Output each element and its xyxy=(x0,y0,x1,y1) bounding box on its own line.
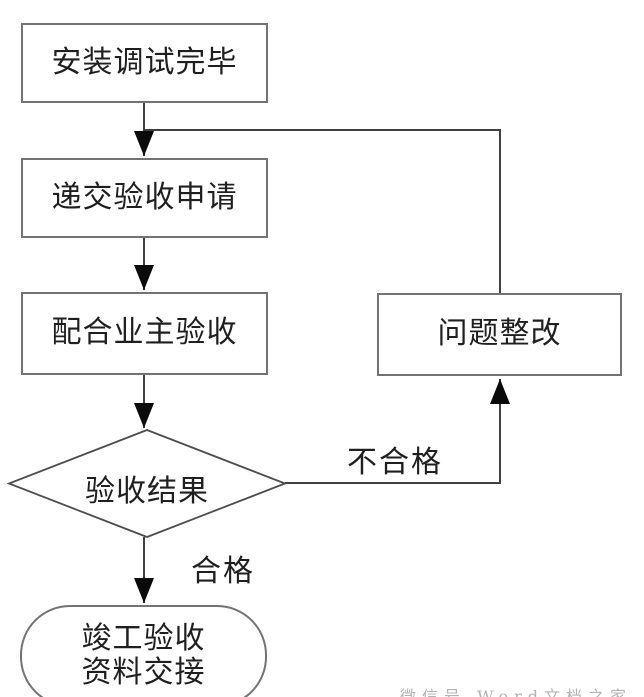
connector-rectify-feedback xyxy=(144,129,501,293)
node-decision-label: 验收结果 xyxy=(85,474,209,509)
node-cooperate-label: 配合业主验收 xyxy=(51,315,238,351)
edge-label-pass: 合格 xyxy=(191,554,255,589)
node-start: 安装调试完毕 xyxy=(21,23,268,103)
connector-decision-rectify xyxy=(285,379,510,484)
node-rectify-label: 问题整改 xyxy=(437,316,562,352)
node-rectify: 问题整改 xyxy=(377,293,622,376)
node-submit-label: 递交验收申请 xyxy=(51,179,238,215)
node-start-label: 安装调试完毕 xyxy=(51,44,238,80)
node-finish-line2: 资料交接 xyxy=(81,655,206,690)
decision-diamond-shape xyxy=(6,429,288,538)
edge-label-fail: 不合格 xyxy=(347,445,443,480)
node-finish-line1: 竣工验收 xyxy=(81,620,206,656)
node-cooperate: 配合业主验收 xyxy=(21,292,268,375)
watermark-text: 微信号 Word文档之家 xyxy=(400,687,632,697)
node-finish: 竣工验收 资料交接 xyxy=(20,605,267,697)
node-submit: 递交验收申请 xyxy=(21,158,268,238)
